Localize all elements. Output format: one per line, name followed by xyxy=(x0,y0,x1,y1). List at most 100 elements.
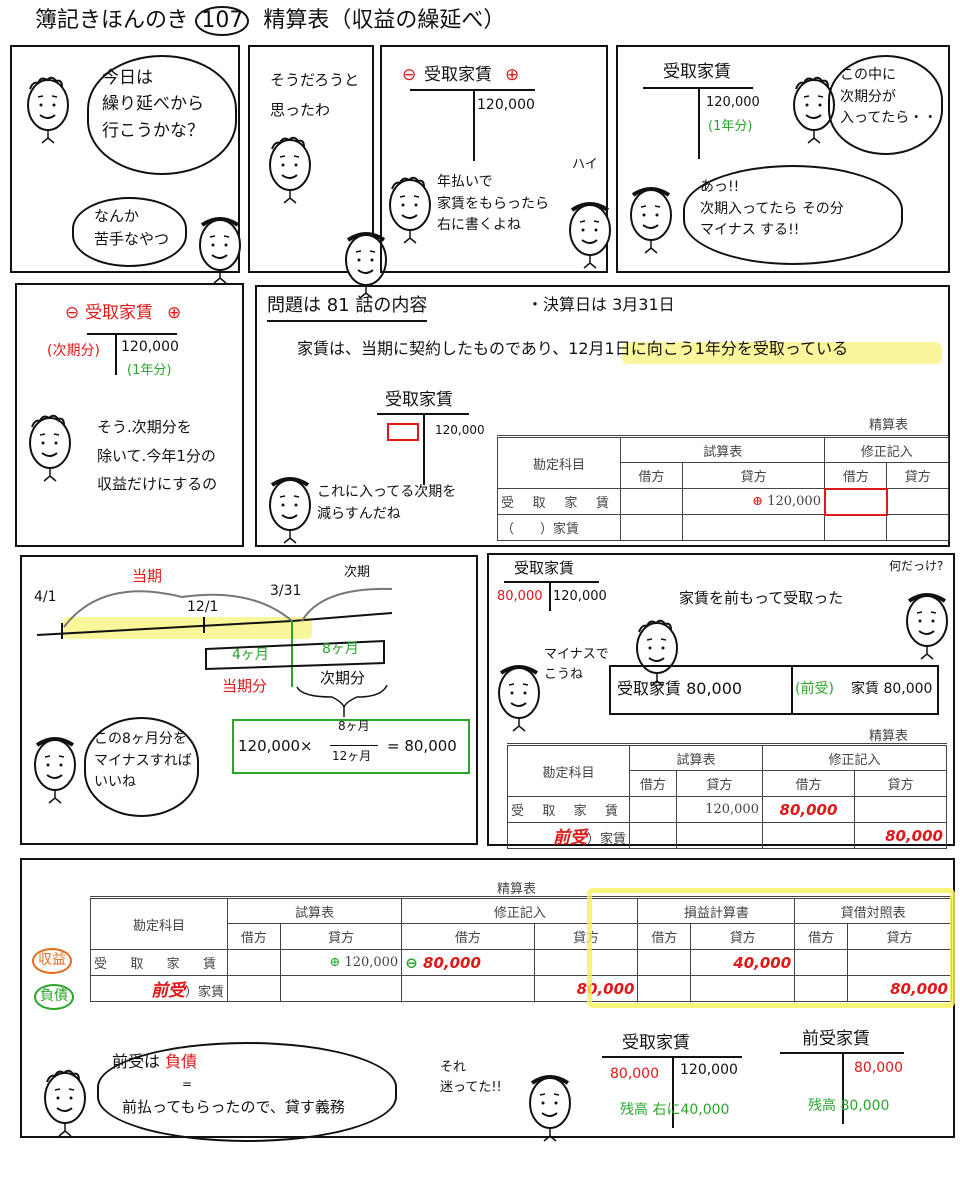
month-label: 4ヶ月 xyxy=(232,647,269,663)
credit-amount: 120,000 xyxy=(477,97,535,113)
row-label: 受取家賃 xyxy=(497,488,621,515)
journal-entry: 受取家賃 80,000 (前受) 家賃 80,000 xyxy=(609,665,939,715)
t-account xyxy=(602,1056,742,1128)
income-statement-header: 損益計算書 xyxy=(637,896,796,924)
debit-header: 借方 xyxy=(401,923,535,950)
cell: ⊕ 120,000 xyxy=(681,488,826,515)
cell-value: 120,000 xyxy=(344,955,399,970)
credit-header: 貸方 xyxy=(690,923,796,950)
next-part-label: 次期分 xyxy=(320,669,366,687)
row-label: 受取家賃 xyxy=(90,949,228,976)
man-face-icon xyxy=(27,727,83,813)
problem-text: 家賃は、当期に契約したものであり、12月1日に向こう1年分を受取っている xyxy=(297,339,849,358)
month-label: 8ヶ月 xyxy=(322,641,359,657)
man-face-icon xyxy=(491,655,547,741)
debit-note: (次期分) xyxy=(47,343,100,359)
period-label: 次期 xyxy=(344,565,371,580)
highlight xyxy=(622,342,942,364)
trial-balance-header: 試算表 xyxy=(619,435,826,463)
entry-credit: 家賃 80,000 xyxy=(851,681,933,697)
cell-value: 120,000 xyxy=(767,494,821,509)
panel-8: 受取家賃 80,000 120,000 マイナスで こうね 家賃を前もって受取っ… xyxy=(487,553,955,849)
credit-header: 貸方 xyxy=(886,462,949,489)
speech-part: 前払ってもらったので、貸す義務 xyxy=(122,1098,345,1116)
debit-amount: 80,000 xyxy=(610,1066,659,1082)
credit-amount: 120,000 xyxy=(435,423,485,437)
minus-icon: ⊖ xyxy=(402,65,417,85)
debit-header: 借方 xyxy=(629,770,677,797)
date-label: 3/31 xyxy=(270,583,302,599)
date-label: 12/1 xyxy=(187,599,219,615)
cell-value: 80,000 xyxy=(761,796,855,823)
blank-cell xyxy=(823,487,888,516)
balance-note: 残高 80,000 xyxy=(808,1098,890,1114)
speech-text: 今日は 繰り延べから 行こうかな？ xyxy=(102,68,204,141)
formula-box xyxy=(232,719,470,774)
speech-text: これに入ってる次期を 減らすんだね xyxy=(317,484,457,522)
balance-note: 残高 右に40,000 xyxy=(620,1102,730,1118)
entry-debit: 受取家賃 80,000 xyxy=(617,679,743,698)
cell-value: 80,000 xyxy=(847,975,952,1002)
woman-face-icon xyxy=(22,405,78,491)
liability-label: 負債 xyxy=(34,984,74,1010)
t-account-rule xyxy=(115,335,117,375)
panel-9: 精算表 勘定科目試算表修正記入損益計算書貸借対照表 借方貸方借方貸方借方貸方借方… xyxy=(20,858,955,1142)
speech-text: 年払いで 家賃をもらったら 右に書くよね xyxy=(437,174,549,234)
man-face-icon xyxy=(192,207,248,293)
row-prefix: 前受 xyxy=(150,981,185,1001)
credit-amount: 120,000 xyxy=(706,95,760,110)
worksheet-table: 勘定科目試算表修正記入 借方貸方借方貸方 受取家賃⊕ 120,000 （ ）家賃 xyxy=(497,435,949,541)
speech-bubble xyxy=(97,1042,397,1142)
speech-bubble xyxy=(828,55,943,155)
balance-sheet-header: 貸借対照表 xyxy=(794,896,952,924)
speech-text: そう.次期分を 除いて.今年1分の 収益だけにするの xyxy=(97,418,218,493)
woman-face-icon xyxy=(262,127,318,213)
speech-text: 何だっけ? xyxy=(889,559,944,573)
plus-icon: ⊕ xyxy=(167,303,182,323)
credit-note: (1年分) xyxy=(708,119,753,134)
t-account-rule xyxy=(549,581,551,611)
speech-text: この8ヶ月分を マイナスすれば いいね xyxy=(94,731,192,791)
plus-icon: ⊕ xyxy=(329,955,341,970)
revenue-label: 収益 xyxy=(32,948,72,974)
blank-box xyxy=(387,423,419,441)
speech-bubble xyxy=(84,717,199,817)
t-account-title: 受取家賃 xyxy=(622,1033,690,1053)
worksheet-table: 勘定科目試算表修正記入損益計算書貸借対照表 借方貸方借方貸方借方貸方借方貸方 受… xyxy=(90,896,952,1002)
credit-header: 貸方 xyxy=(279,923,403,950)
problem-heading: 問題は 81 話の内容 xyxy=(267,292,428,322)
formula-text: 120,000× xyxy=(238,737,313,755)
minus-icon: ⊖ xyxy=(405,953,418,972)
speech-part: = xyxy=(182,1077,193,1091)
speech-text: なんか 苦手なやつ xyxy=(94,207,170,249)
trial-balance-header: 試算表 xyxy=(629,743,763,771)
speech-text: 家賃を前もって受取った xyxy=(679,589,844,607)
woman-face-icon xyxy=(382,167,438,253)
row-label: 受取家賃 xyxy=(507,796,630,823)
fraction-bar xyxy=(330,745,378,746)
t-account-rule xyxy=(87,333,177,335)
period-label: 当期 xyxy=(132,567,163,585)
speech-text: 前受は 負債 xyxy=(112,1050,197,1075)
formula-result: = 80,000 xyxy=(387,737,457,755)
credit-amount: 120,000 xyxy=(680,1062,738,1078)
highlight-box xyxy=(587,888,955,1008)
t-account-title: 受取家賃 xyxy=(385,390,453,410)
entry-prefix: (前受) xyxy=(795,681,834,697)
t-account-title: 前受家賃 xyxy=(802,1029,870,1049)
account-header: 勘定科目 xyxy=(497,435,621,489)
speech-bubble xyxy=(87,55,237,175)
trial-balance-header: 試算表 xyxy=(226,896,403,924)
panel-3: ⊖ 受取家賃 ⊕ 120,000 年払いで 家賃をもらったら 右に書くよね ハイ xyxy=(380,45,611,273)
man-face-icon xyxy=(623,177,679,263)
fraction-denominator: 12ヶ月 xyxy=(332,749,372,763)
panel-2: そうだろうと 思ったわ xyxy=(248,45,387,299)
row-label: ）家賃 xyxy=(586,832,626,847)
credit-note: (1年分) xyxy=(127,363,172,378)
cell-value: 80,000 xyxy=(423,953,481,972)
cell-value: 120,000 xyxy=(675,796,763,823)
debit-header: 借方 xyxy=(824,462,888,489)
current-part-label: 当期分 xyxy=(222,677,268,695)
debit-header: 借方 xyxy=(761,770,855,797)
